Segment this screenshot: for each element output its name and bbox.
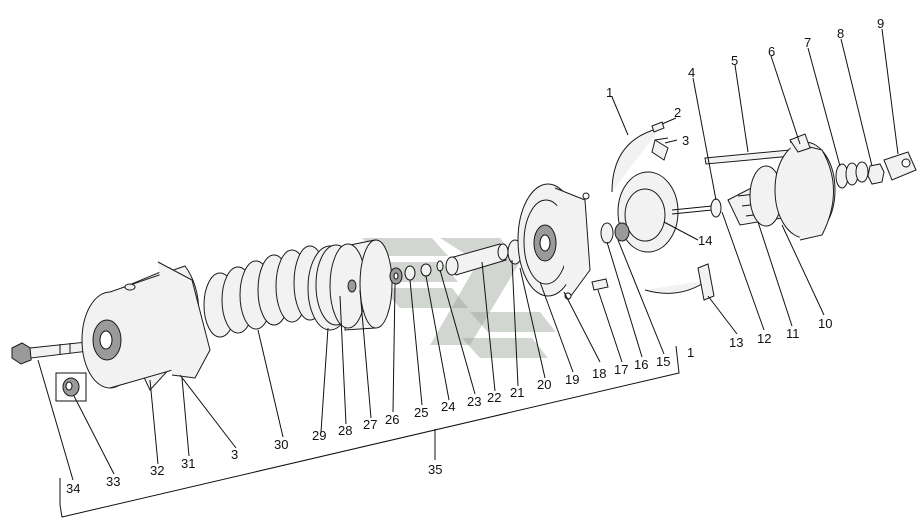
- screw-part: [591, 278, 609, 291]
- callout-30: 30: [274, 437, 288, 452]
- callout-34: 34: [66, 481, 80, 496]
- callout-32: 32: [150, 463, 164, 478]
- leader-lines: [37, 28, 899, 481]
- callout-1-bottom: 1: [687, 345, 694, 360]
- callout-3-right: 3: [682, 133, 689, 148]
- housing-plate: [517, 183, 591, 301]
- callout-4: 4: [688, 65, 695, 80]
- callout-22: 22: [487, 390, 501, 405]
- callout-23: 23: [467, 394, 481, 409]
- callout-27: 27: [363, 417, 377, 432]
- callout-25: 25: [414, 405, 428, 420]
- callout-16: 16: [634, 357, 648, 372]
- cylinder-body: [81, 261, 211, 391]
- callout-20: 20: [537, 377, 551, 392]
- callout-19: 19: [565, 372, 579, 387]
- clevis-fork: [883, 151, 917, 181]
- guide-rod: [704, 149, 793, 165]
- callout-18: 18: [592, 366, 606, 381]
- callout-12: 12: [757, 331, 771, 346]
- callout-33: 33: [106, 474, 120, 489]
- callout-13: 13: [729, 335, 743, 350]
- callout-28: 28: [338, 423, 352, 438]
- callout-35: 35: [428, 462, 442, 477]
- pushrod-tube: [445, 243, 509, 276]
- callout-21: 21: [510, 385, 524, 400]
- diaphragm: [614, 171, 713, 253]
- callout-29: 29: [312, 428, 326, 443]
- callout-15: 15: [656, 354, 670, 369]
- callout-7: 7: [804, 35, 811, 50]
- clamp-ring-upper: [611, 121, 669, 193]
- callout-31: 31: [181, 456, 195, 471]
- callout-1-top: 1: [606, 85, 613, 100]
- front-cover: [774, 133, 836, 241]
- callout-14: 14: [698, 233, 712, 248]
- callout-3-left: 3: [231, 447, 238, 462]
- callout-6: 6: [768, 44, 775, 59]
- lock-nut: [867, 163, 885, 185]
- callout-26: 26: [385, 412, 399, 427]
- callout-5: 5: [731, 53, 738, 68]
- assembly-bracket: [59, 345, 680, 518]
- callout-labels: 1 2 3 4 5 6 7 8 9 10 11 12 13 14 15 16 1…: [66, 16, 884, 496]
- callout-24: 24: [441, 399, 455, 414]
- callout-11: 11: [786, 326, 800, 341]
- callout-17: 17: [614, 362, 628, 377]
- o-ring: [600, 222, 614, 244]
- nut-part: [55, 372, 87, 402]
- callout-10: 10: [818, 316, 832, 331]
- piston: [329, 239, 393, 331]
- washer-part: [710, 198, 722, 218]
- callout-9: 9: [877, 16, 884, 31]
- callout-8: 8: [837, 26, 844, 41]
- clamp-ring-lower: [644, 263, 715, 301]
- callout-2: 2: [674, 105, 681, 120]
- rubber-boot: [835, 161, 869, 189]
